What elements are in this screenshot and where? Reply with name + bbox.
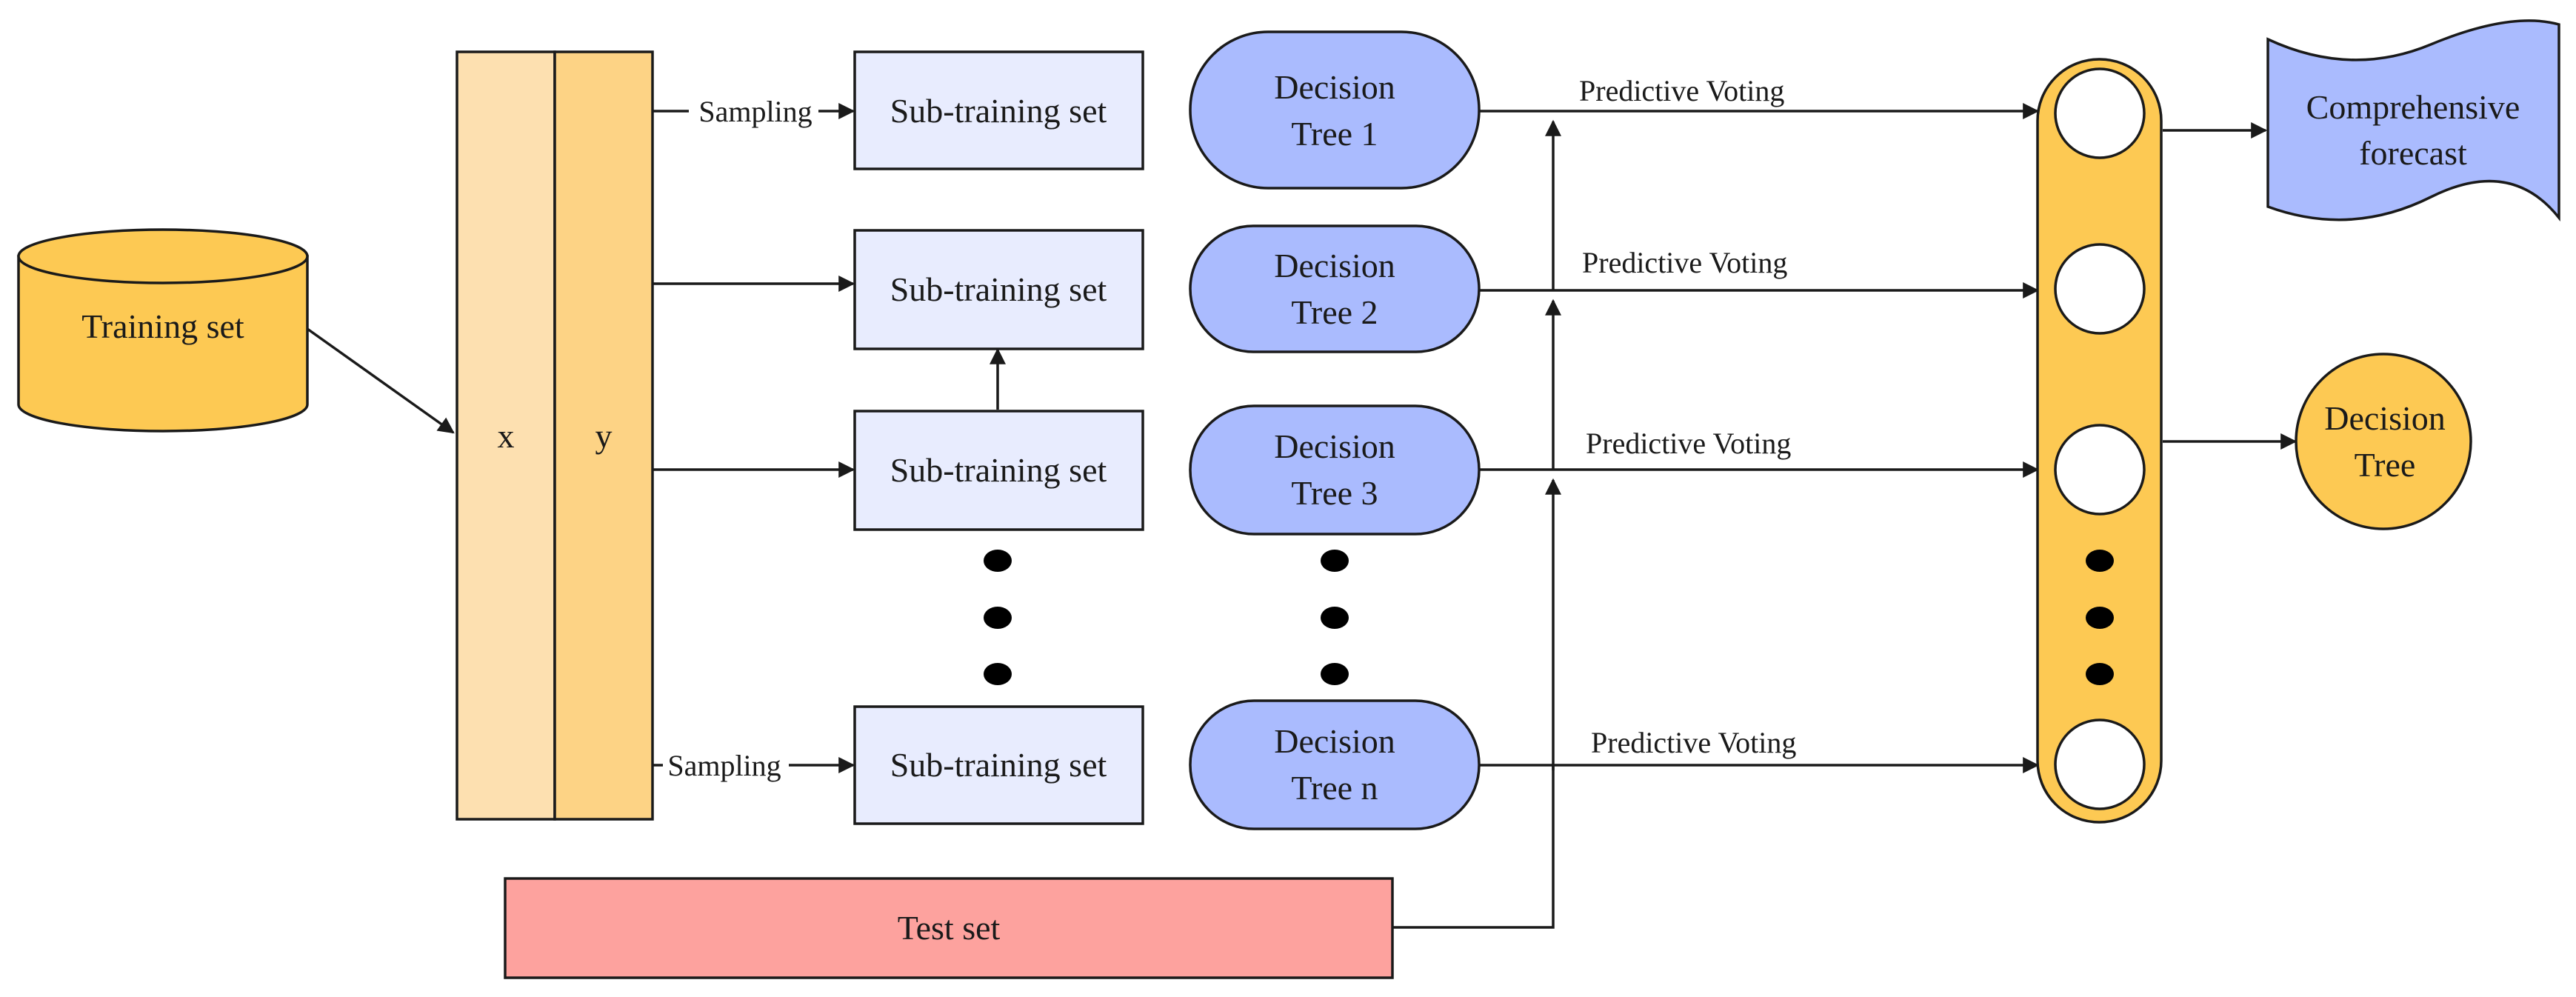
vote-circle	[2054, 424, 2146, 516]
decision-tree-label-line1: Decision	[1274, 427, 1395, 465]
decision-tree-label-line2: Tree 2	[1291, 293, 1378, 331]
decision-tree-node	[1189, 699, 1481, 830]
sub-training-set-box	[853, 410, 1144, 531]
training-set-cylinder-body	[17, 255, 309, 433]
sub-training-sets: Sub-training set Sub-training set Sub-tr…	[853, 50, 1144, 825]
ellipsis-dot	[2086, 607, 2114, 629]
test-set-node: Test set	[504, 877, 1394, 979]
x-column-label: x	[498, 417, 515, 455]
ellipsis-dot	[984, 663, 1012, 685]
decision-tree-output-line1: Decision	[2324, 399, 2446, 437]
comprehensive-forecast-node: Comprehensive forecast	[2266, 19, 2560, 222]
ellipsis-dot	[2086, 550, 2114, 572]
ellipsis-dot	[984, 550, 1012, 572]
sub-training-set-label: Sub-training set	[890, 746, 1107, 784]
decision-tree-label-line2: Tree 1	[1291, 115, 1378, 153]
ellipsis-dot	[2086, 663, 2114, 685]
vote-circle	[2054, 243, 2146, 335]
ellipsis-dot	[984, 607, 1012, 629]
decision-tree-node	[1189, 224, 1481, 353]
training-set-cylinder-top	[17, 228, 309, 284]
comprehensive-forecast-line2: forecast	[2359, 134, 2467, 172]
comprehensive-forecast-line1: Comprehensive	[2306, 88, 2520, 126]
voting-label: Predictive Voting	[1579, 74, 1784, 107]
y-column	[553, 50, 654, 821]
decision-tree-label-line1: Decision	[1274, 68, 1395, 106]
sampling-label-1: Sampling	[698, 95, 812, 128]
decision-tree-output-circle	[2295, 353, 2472, 530]
voting-aggregator	[2036, 58, 2163, 824]
decision-tree-label-line1: Decision	[1274, 247, 1395, 284]
feature-matrix: x y	[456, 50, 654, 821]
y-column-label: y	[595, 417, 613, 455]
test-set-box	[504, 877, 1394, 979]
ellipsis-dot	[1321, 550, 1349, 572]
ellipsis-dot	[1321, 607, 1349, 629]
decision-tree-node	[1189, 30, 1481, 190]
edge-training-to-matrix	[306, 327, 455, 434]
ellipsis-dot	[1321, 663, 1349, 685]
vote-circle	[2054, 67, 2146, 159]
sub-training-set-box	[853, 705, 1144, 825]
decision-tree-output-line2: Tree	[2355, 446, 2416, 484]
test-set-label: Test set	[898, 909, 1001, 947]
sampling-label-n: Sampling	[667, 749, 781, 782]
decision-tree-label-line2: Tree n	[1291, 769, 1378, 807]
decision-tree-label-line2: Tree 3	[1291, 474, 1378, 512]
sub-training-set-label: Sub-training set	[890, 451, 1107, 489]
decision-tree-node	[1189, 404, 1481, 536]
voting-label: Predictive Voting	[1591, 726, 1796, 759]
voting-label: Predictive Voting	[1586, 427, 1791, 460]
edge-test-set	[1392, 765, 1555, 929]
x-column	[456, 50, 556, 821]
voting-label: Predictive Voting	[1582, 246, 1787, 279]
training-set-node: Training set	[17, 228, 309, 433]
training-set-label: Training set	[81, 307, 244, 345]
connectors	[306, 103, 2298, 929]
vote-circle	[2054, 718, 2146, 810]
sub-training-set-box	[853, 229, 1144, 350]
decision-tree-output-node: Decision Tree	[2295, 353, 2472, 530]
comprehensive-forecast-shape	[2266, 19, 2560, 222]
sub-training-set-box	[853, 50, 1144, 170]
sub-training-set-label: Sub-training set	[890, 270, 1107, 308]
sub-training-set-label: Sub-training set	[890, 92, 1107, 130]
decision-tree-label-line1: Decision	[1274, 722, 1395, 760]
decision-trees: Decision Tree 1 Decision Tree 2 Decision…	[1189, 30, 1481, 830]
